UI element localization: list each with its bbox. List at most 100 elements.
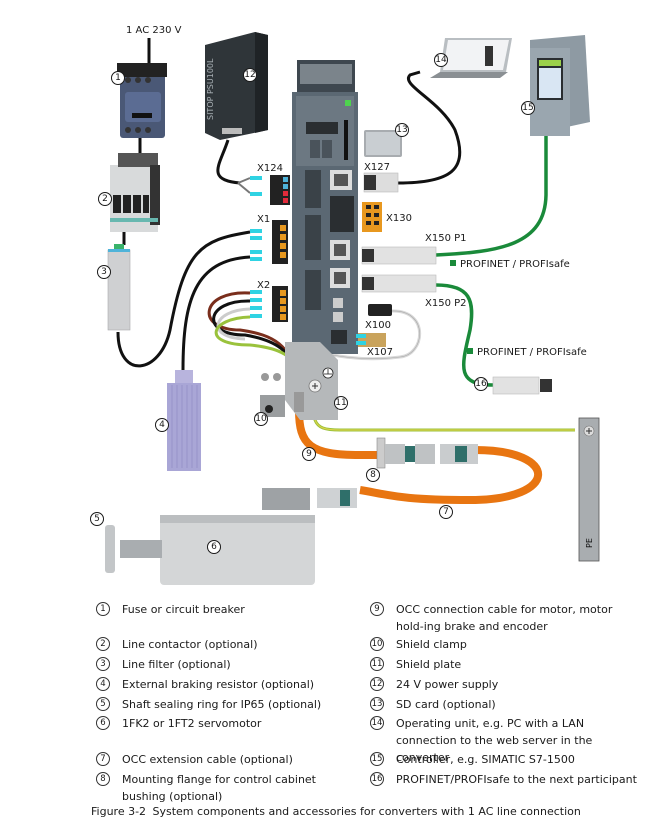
- legend-item-1: 1 Fuse or circuit breaker: [96, 601, 352, 618]
- legend-item-3: 3 Line filter (optional): [96, 656, 352, 673]
- legend-item-4: 4 External braking resistor (optional): [96, 676, 352, 693]
- legend-item-9: 9 OCC connection cable for motor, motor …: [370, 601, 636, 635]
- svg-text:12: 12: [244, 70, 255, 80]
- label-x2: X2: [257, 280, 270, 291]
- legend-number: 9: [370, 602, 384, 616]
- filter-to-x1-cable: [116, 230, 251, 368]
- legend-text: PROFINET/PROFIsafe to the next participa…: [396, 773, 637, 786]
- x1-plug: [250, 220, 288, 264]
- legend-item-12: 12 24 V power supply: [370, 676, 626, 693]
- occ-cable-7: [359, 446, 542, 505]
- status-led: [345, 100, 351, 106]
- system-diagram: 1 AC 230 V SITOP PSU100: [90, 25, 600, 585]
- label-x107: X107: [367, 347, 393, 358]
- legend-text: Shield clamp: [396, 638, 467, 651]
- label-x124: X124: [257, 163, 283, 174]
- svg-text:9: 9: [306, 449, 312, 459]
- x107-plug: [356, 333, 386, 347]
- svg-text:SITOP PSU100L: SITOP PSU100L: [206, 58, 215, 120]
- svg-text:PE: PE: [585, 538, 594, 548]
- legend-text: SD card (optional): [396, 698, 496, 711]
- legend-item-2: 2 Line contactor (optional): [96, 636, 352, 653]
- profinet-p2-cable: [435, 283, 494, 387]
- svg-text:1: 1: [115, 73, 121, 83]
- figure-title: System components and accessories for co…: [152, 805, 581, 818]
- callout-9: 9: [302, 447, 316, 461]
- sd-card: [364, 130, 402, 157]
- svg-text:13: 13: [396, 125, 407, 135]
- supply-label: 1 AC 230 V: [126, 25, 182, 36]
- callout-14: 14: [434, 53, 448, 67]
- legend-number: 3: [96, 657, 110, 671]
- x124-plug: [250, 175, 290, 205]
- plc-controller: [530, 35, 590, 136]
- callout-12: 12: [243, 68, 257, 82]
- x130-plug: [362, 202, 382, 232]
- legend-text: OCC extension cable (optional): [122, 753, 293, 766]
- svg-text:8: 8: [370, 470, 376, 480]
- svg-text:3: 3: [101, 267, 107, 277]
- pe-cable: [313, 390, 575, 432]
- legend-text: OCC connection cable for motor, motor ho…: [396, 603, 613, 633]
- legend-text: 1FK2 or 1FT2 servomotor: [122, 717, 262, 730]
- legend-number: 11: [370, 657, 384, 671]
- callout-3: 3: [97, 265, 111, 279]
- legend-item-16: 16 PROFINET/PROFIsafe to the next partic…: [370, 771, 648, 788]
- legend-text: Controller, e.g. SIMATIC S7-1500: [396, 753, 575, 766]
- legend-number: 14: [370, 716, 384, 730]
- callout-4: 4: [155, 418, 169, 432]
- converter: [292, 60, 358, 354]
- psu-to-x124-cable: [216, 139, 241, 185]
- legend-number: 5: [96, 697, 110, 711]
- x100-plug: [368, 304, 392, 316]
- svg-text:16: 16: [475, 379, 487, 389]
- legend-number: 10: [370, 637, 384, 651]
- legend-text: Operating unit, e.g. PC with a LAN conne…: [396, 717, 593, 764]
- callout-7: 7: [439, 505, 453, 519]
- occ-cable-9: [295, 409, 380, 459]
- legend-number: 1: [96, 602, 110, 616]
- legend-text: Fuse or circuit breaker: [122, 603, 245, 616]
- pc-to-x127-cable: [397, 70, 462, 185]
- profinet-p1-marker: [450, 260, 456, 266]
- svg-text:7: 7: [443, 507, 449, 517]
- callout-2: 2: [98, 192, 112, 206]
- shield-plate: [285, 342, 338, 420]
- shaft-sealing-ring: [105, 525, 115, 573]
- circuit-breaker: [117, 63, 167, 138]
- figure-number: Figure 3-2: [91, 805, 147, 818]
- legend-number: 4: [96, 677, 110, 691]
- legend-text: Shield plate: [396, 658, 462, 671]
- x150-p2-plug: [361, 274, 437, 293]
- callout-15: 15: [521, 101, 535, 115]
- svg-text:2: 2: [102, 194, 108, 204]
- label-x100: X100: [365, 320, 391, 331]
- callout-5: 5: [90, 512, 104, 526]
- laptop-pc: [430, 38, 512, 78]
- cables: [116, 38, 575, 505]
- legend-item-10: 10 Shield clamp: [370, 636, 626, 653]
- label-profinet-p1: PROFINET / PROFIsafe: [460, 259, 570, 270]
- svg-text:15: 15: [522, 103, 533, 113]
- callout-6: 6: [207, 540, 221, 554]
- svg-text:10: 10: [255, 414, 267, 424]
- profinet-p2-marker: [467, 348, 473, 354]
- legend-text: 24 V power supply: [396, 678, 499, 691]
- callout-8: 8: [366, 468, 380, 482]
- legend-number: 7: [96, 752, 110, 766]
- line-contactor: [110, 153, 160, 232]
- label-profinet-p2: PROFINET / PROFIsafe: [477, 347, 587, 358]
- resistor-to-x1-cable: [181, 255, 251, 371]
- legend-item-5: 5 Shaft sealing ring for IP65 (optional): [96, 696, 352, 713]
- pe-bar: PE: [578, 417, 600, 562]
- servomotor: [120, 488, 357, 585]
- label-x127: X127: [364, 162, 390, 173]
- callout-13: 13: [395, 123, 409, 137]
- x2-plug: [250, 286, 288, 322]
- legend-text: Line contactor (optional): [122, 638, 258, 651]
- profinet-p1-cable: [435, 135, 548, 257]
- legend-number: 13: [370, 697, 384, 711]
- legend-text: External braking resistor (optional): [122, 678, 315, 691]
- legend-number: 2: [96, 637, 110, 651]
- shield-clamp: [260, 373, 304, 417]
